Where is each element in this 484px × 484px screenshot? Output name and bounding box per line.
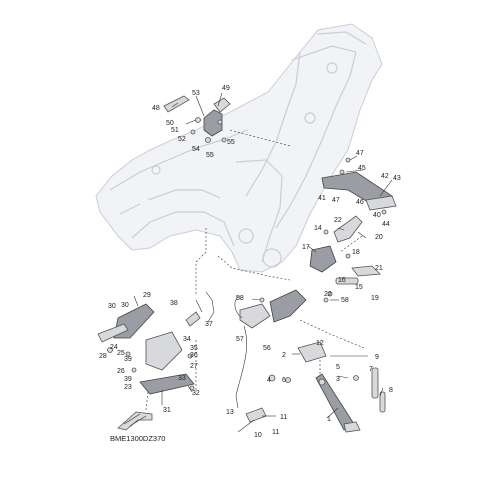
- callout-2: 2: [282, 352, 286, 359]
- diagram-code-label: BME1300DZ370: [110, 434, 165, 443]
- callout-26: 26: [117, 368, 125, 375]
- callout-5: 5: [336, 364, 340, 371]
- callout-22b: 22: [324, 291, 332, 298]
- callout-58b: 58: [341, 297, 349, 304]
- assembly-grouping-lines: [145, 129, 365, 411]
- callout-16: 16: [338, 277, 346, 284]
- center-bracket-assembly: [234, 289, 329, 329]
- callout-3: 3: [336, 376, 340, 383]
- callout-30b: 30: [121, 302, 129, 309]
- callout-55a: 55: [227, 139, 235, 146]
- callout-24: 24: [110, 344, 118, 351]
- callout-52: 52: [178, 136, 186, 143]
- callout-33: 33: [178, 375, 186, 382]
- front-arrow-icon: [117, 411, 153, 431]
- callout-14: 14: [314, 225, 322, 232]
- callout-1: 1: [327, 416, 331, 423]
- callout-21: 21: [375, 265, 383, 272]
- callout-42: 42: [381, 173, 389, 180]
- callout-29: 29: [143, 292, 151, 299]
- callout-47a: 47: [356, 150, 364, 157]
- callout-57: 57: [236, 336, 244, 343]
- upper-footrest-assembly: [163, 95, 231, 143]
- frame-outline: [95, 23, 383, 273]
- callout-56: 56: [263, 345, 271, 352]
- callout-10: 10: [254, 432, 262, 439]
- callout-23: 23: [124, 384, 132, 391]
- callout-27: 27: [190, 363, 198, 370]
- callout-49: 49: [222, 85, 230, 92]
- callout-12: 12: [316, 340, 324, 347]
- callout-38: 38: [170, 300, 178, 307]
- callout-17: 17: [302, 244, 310, 251]
- callout-20: 20: [375, 234, 383, 241]
- callout-58a: 58: [236, 295, 244, 302]
- callout-15: 15: [355, 284, 363, 291]
- callout-54: 54: [192, 146, 200, 153]
- callout-7: 7: [369, 366, 373, 373]
- callout-9: 9: [375, 354, 379, 361]
- callout-34: 34: [183, 336, 191, 343]
- right-footrest-assembly: [321, 157, 397, 215]
- callout-19: 19: [371, 295, 379, 302]
- callout-28: 28: [99, 353, 107, 360]
- callout-8: 8: [389, 387, 393, 394]
- callout-43: 43: [393, 175, 401, 182]
- callout-35: 35: [190, 345, 198, 352]
- callout-48: 48: [152, 105, 160, 112]
- callout-41: 41: [318, 195, 326, 202]
- right-bracket-assembly: [309, 215, 381, 297]
- callout-45: 45: [358, 165, 366, 172]
- callout-37: 37: [205, 321, 213, 328]
- callout-4: 4: [267, 377, 271, 384]
- sidestand-assembly: [235, 325, 386, 433]
- callout-39a: 39: [124, 356, 132, 363]
- callout-36: 36: [190, 352, 198, 359]
- callout-44: 44: [382, 221, 390, 228]
- callout-11a: 11: [280, 414, 287, 421]
- callout-13: 13: [226, 409, 234, 416]
- callout-18: 18: [352, 249, 360, 256]
- leader-lines: [133, 92, 393, 433]
- shift-rod: [195, 291, 215, 323]
- callout-53: 53: [192, 90, 200, 97]
- callout-22a: 22: [334, 217, 342, 224]
- callout-51: 51: [171, 127, 179, 134]
- callout-55b: 55: [206, 152, 214, 159]
- callout-47b: 47: [332, 197, 340, 204]
- callout-50: 50: [166, 120, 174, 127]
- callout-30a: 30: [108, 303, 116, 310]
- left-footrest-assembly: [97, 303, 201, 395]
- callout-40: 40: [373, 212, 381, 219]
- callout-labels: 1 2 3 4 5 6 7 8 9 10 11 11 12 13 14 15 1…: [99, 85, 401, 439]
- callout-46: 46: [356, 199, 364, 206]
- callout-25: 25: [117, 350, 125, 357]
- callout-11b: 11: [272, 429, 279, 436]
- callout-6: 6: [282, 377, 286, 384]
- callout-32: 32: [192, 390, 200, 397]
- callout-39b: 39: [124, 376, 132, 383]
- callout-31: 31: [163, 407, 171, 414]
